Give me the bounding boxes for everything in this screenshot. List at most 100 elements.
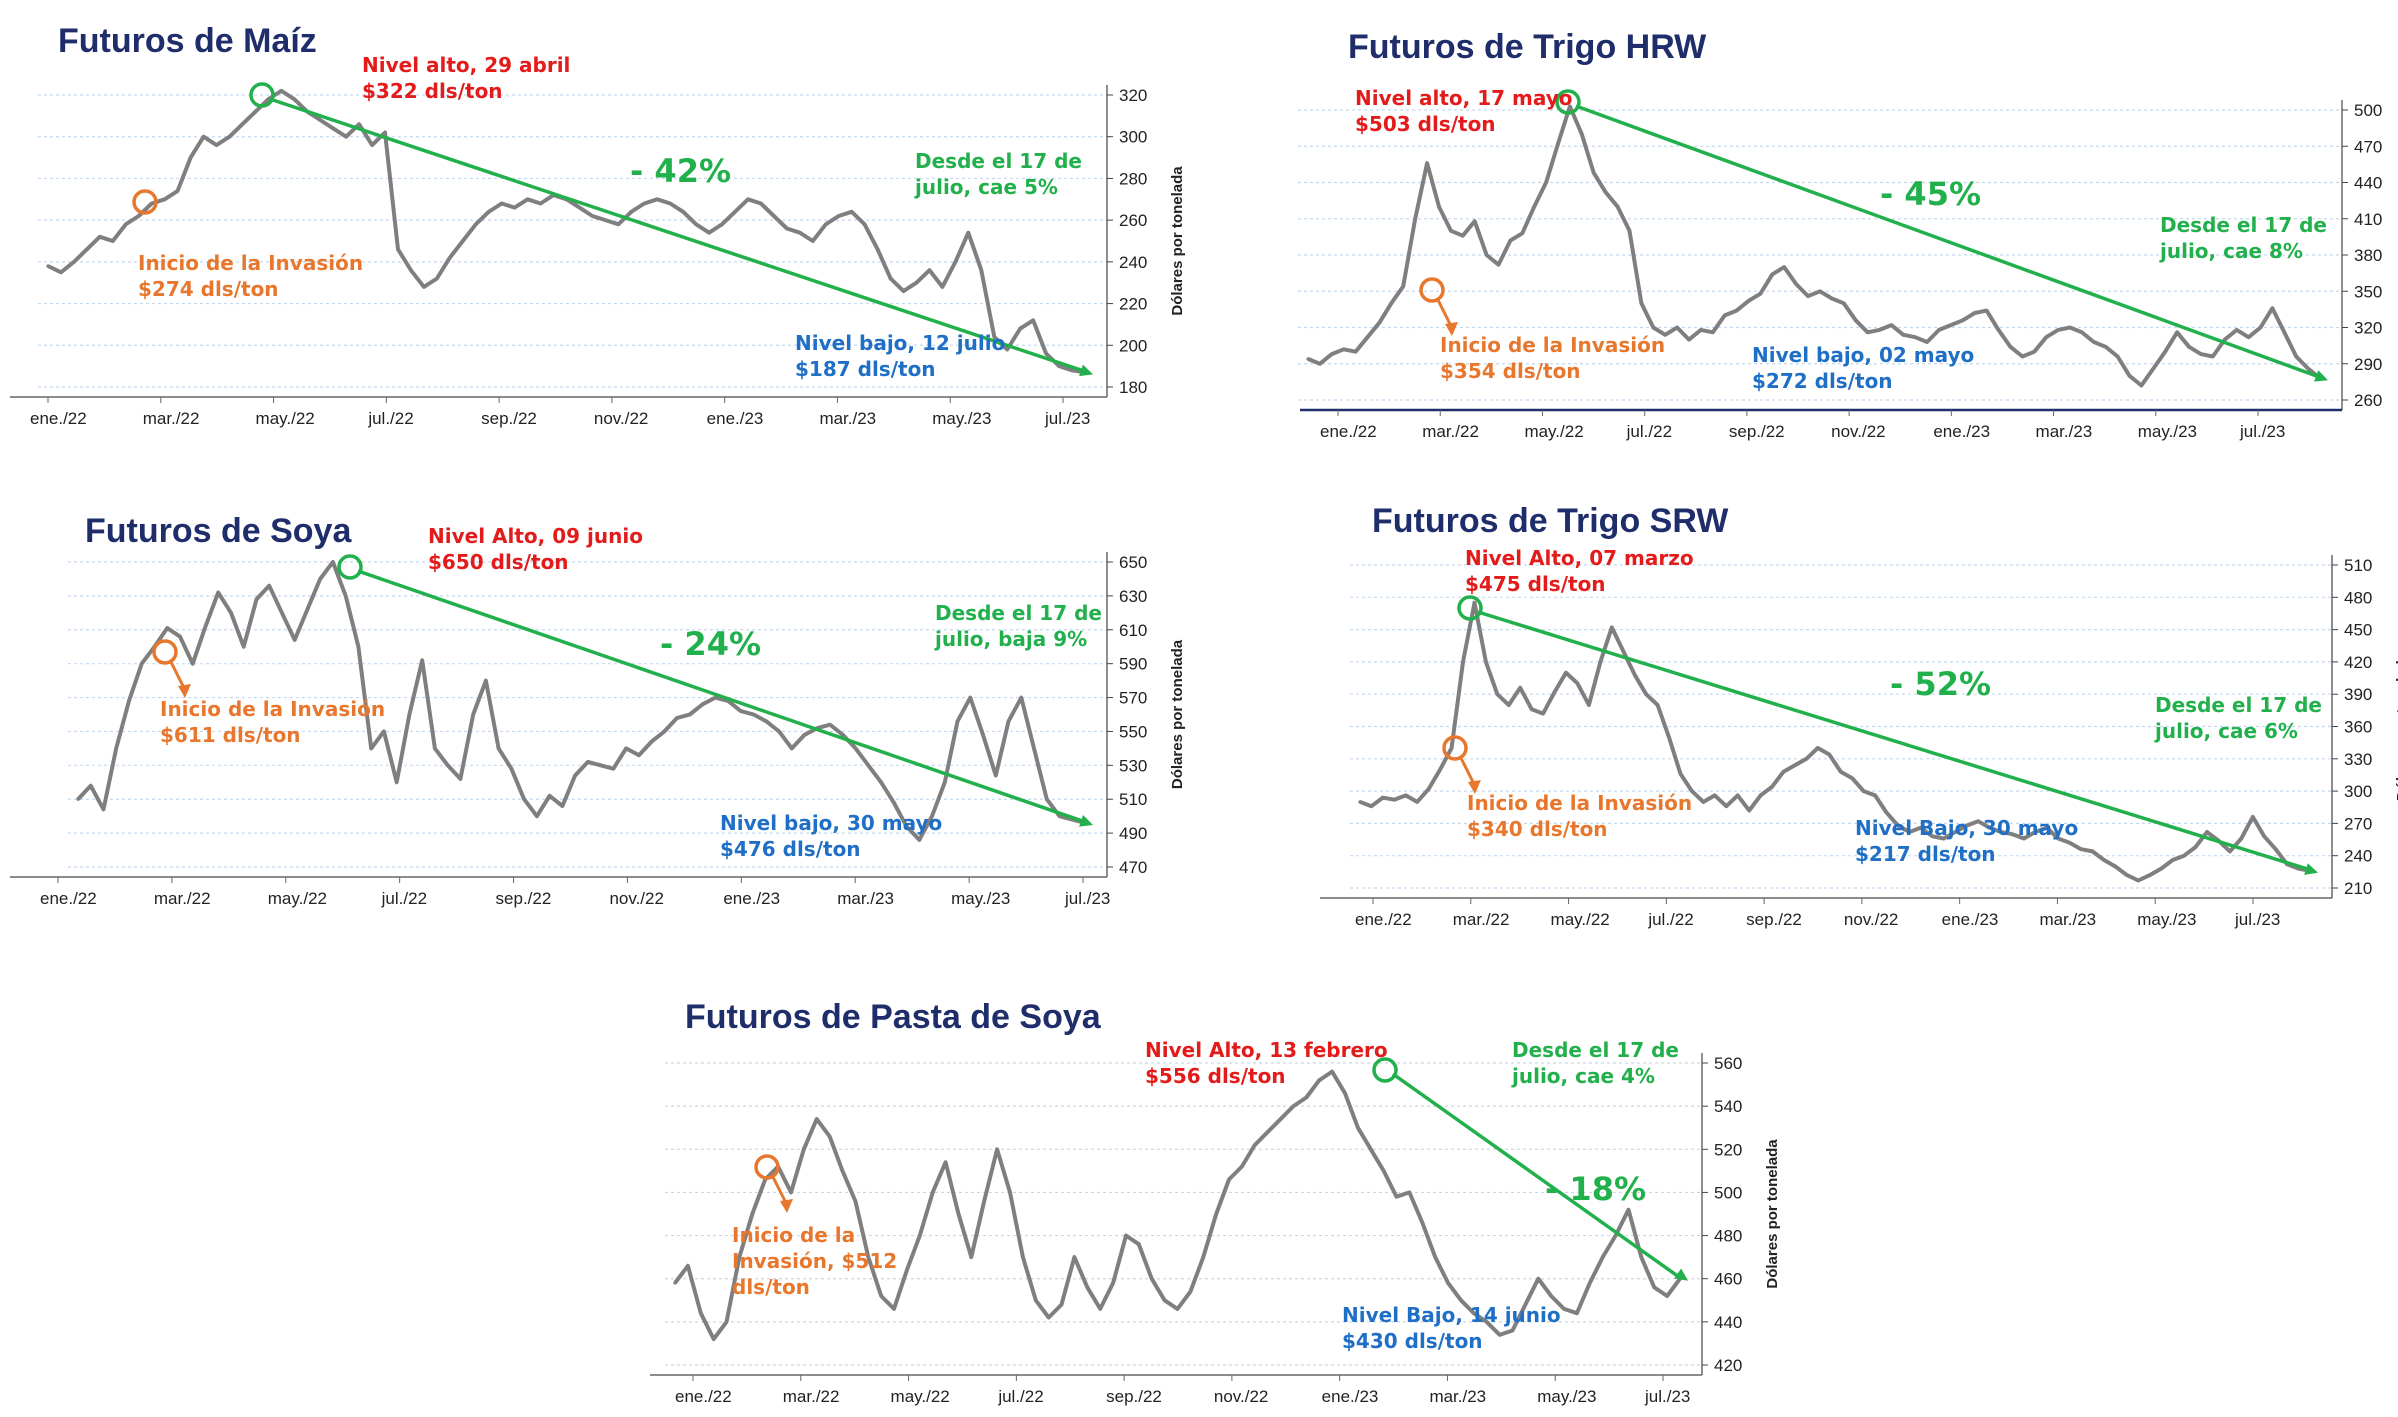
data-point: [2258, 325, 2263, 330]
data-point: [2022, 836, 2026, 841]
data-point: [1365, 335, 1370, 339]
trend-arrowhead: [1079, 364, 1093, 377]
percent-change-label: - 18%: [1545, 1170, 1646, 1208]
y-tick-label: 530: [1119, 756, 1147, 775]
data-point: [1401, 284, 1405, 289]
data-point: [879, 780, 883, 784]
data-point: [713, 695, 717, 700]
data-point: [1266, 1130, 1270, 1134]
data-point: [2020, 354, 2024, 359]
trend-arrowhead: [2314, 370, 2328, 382]
data-point: [203, 624, 208, 628]
x-tick-label: sep./22: [1746, 910, 1802, 929]
y-tick-label: 520: [1714, 1140, 1742, 1159]
data-point: [746, 197, 750, 201]
low-annotation: Nivel bajo, 02 mayo$272 dls/ton: [1752, 343, 1974, 393]
data-point: [242, 645, 246, 649]
data-point: [2270, 306, 2274, 310]
data-point: [1019, 695, 1023, 700]
data-point: [1564, 671, 1568, 675]
data-point: [1850, 776, 1854, 780]
data-point: [2010, 832, 2015, 836]
data-point: [1318, 362, 1322, 366]
data-point: [1520, 231, 1524, 235]
data-point: [1942, 836, 1946, 841]
data-point: [1472, 1311, 1476, 1315]
data-point: [1913, 335, 1917, 339]
data-point: [1592, 171, 1596, 175]
data-point: [85, 247, 89, 251]
data-point: [1175, 1307, 1180, 1311]
data-point: [1770, 272, 1774, 276]
data-point: [739, 709, 743, 713]
trend-line: [357, 569, 1086, 824]
data-point: [1601, 1255, 1605, 1259]
data-point: [917, 838, 921, 842]
data-point: [1675, 325, 1679, 330]
x-tick-label: nov./22: [1214, 1387, 1269, 1406]
data-point: [1473, 219, 1477, 223]
x-tick-label: sep./22: [1106, 1387, 1162, 1406]
percent-change-label: - 42%: [630, 152, 731, 190]
trend-line: [1391, 1072, 1682, 1280]
data-point: [1621, 649, 1625, 653]
data-point: [1124, 1233, 1128, 1238]
data-point: [72, 260, 76, 264]
data-point: [2068, 841, 2072, 845]
data-point: [1484, 660, 1488, 664]
data-point: [662, 729, 666, 734]
x-tick-label: jul./23: [2239, 422, 2285, 441]
data-point: [1278, 1117, 1283, 1121]
data-point: [879, 1294, 883, 1298]
data-point: [953, 260, 957, 264]
data-point: [1816, 746, 1820, 750]
data-point: [1865, 330, 1870, 334]
data-point: [759, 201, 763, 206]
data-point: [1070, 368, 1074, 372]
data-point: [675, 716, 679, 720]
data-point: [2127, 374, 2132, 378]
x-tick-label: mar./22: [154, 889, 211, 908]
data-point: [1713, 793, 1717, 798]
data-point: [892, 801, 896, 805]
data-point: [655, 197, 659, 201]
data-point: [369, 746, 373, 750]
low-annotation: Nivel bajo, 30 mayo$476 dls/ton: [720, 811, 942, 861]
data-point: [905, 1268, 909, 1272]
data-point: [2079, 847, 2083, 851]
data-point: [1532, 205, 1536, 209]
data-point: [318, 118, 322, 122]
data-point: [1057, 814, 1062, 818]
data-point: [1930, 834, 1934, 838]
data-point: [2008, 345, 2013, 349]
data-point: [279, 89, 283, 93]
x-tick-label: mar./23: [819, 409, 876, 428]
data-point: [892, 1307, 896, 1311]
price-series-line: [673, 1069, 1682, 1342]
data-point: [370, 143, 374, 147]
data-point: [178, 634, 182, 639]
data-point: [140, 662, 144, 666]
y-tick-label: 610: [1119, 621, 1147, 640]
y-tick-label: 440: [2354, 174, 2382, 193]
invasion-annotation: Inicio de la Invasión$274 dls/ton: [138, 251, 363, 301]
data-point: [1907, 830, 1911, 834]
data-point: [292, 97, 296, 101]
data-point: [1999, 830, 2003, 834]
data-point: [772, 214, 776, 218]
x-tick-label: may./22: [1524, 422, 1583, 441]
invasion-marker: [152, 639, 178, 665]
y-axis-label: Dólares por tonelada: [1169, 639, 1186, 789]
data-point: [509, 767, 513, 771]
data-point: [2159, 867, 2163, 871]
data-point: [1446, 1281, 1450, 1285]
high-annotation: Nivel Alto, 13 febrero$556 dls/ton: [1145, 1038, 1388, 1088]
data-point: [1427, 787, 1431, 791]
high-marker: [1555, 89, 1581, 115]
data-point: [1214, 1212, 1218, 1216]
data-point: [1644, 692, 1648, 696]
invasion-arrowhead: [780, 1199, 793, 1213]
data-point: [863, 222, 867, 226]
data-point: [1059, 1303, 1064, 1307]
